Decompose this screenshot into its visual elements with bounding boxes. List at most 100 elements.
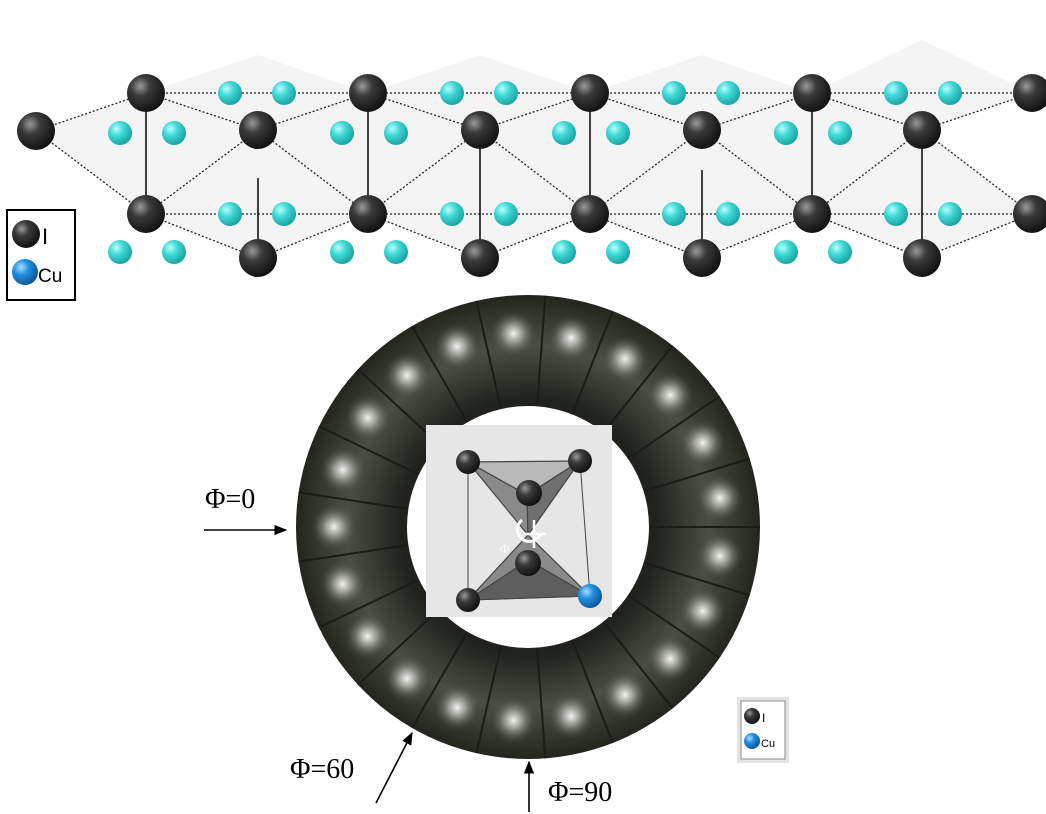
small-legend-copper-swatch bbox=[744, 733, 760, 749]
label-phi-90: Φ=90 bbox=[548, 777, 612, 808]
iodine-atom bbox=[239, 239, 277, 277]
inset-iodine-atom bbox=[516, 480, 542, 506]
ring-segment-highlight bbox=[433, 322, 482, 371]
copper-atom bbox=[384, 240, 408, 264]
copper-atom bbox=[716, 81, 740, 105]
angle-markers: Φ=0 Φ=60 Φ=90 bbox=[204, 484, 612, 812]
ring-segment-highlight bbox=[383, 654, 432, 703]
inset-iodine-atom bbox=[456, 588, 480, 612]
ring-segment-divider bbox=[571, 310, 614, 415]
ring-segment-divider bbox=[298, 491, 409, 510]
ring-segment-divider bbox=[357, 608, 440, 686]
legend-copper-label: Cu bbox=[38, 266, 62, 287]
iodine-atom bbox=[793, 74, 831, 112]
ring-segment-highlight bbox=[646, 371, 695, 420]
copper-atom bbox=[162, 121, 186, 145]
arrow-phi-60 bbox=[375, 731, 413, 804]
ring-segment-highlight bbox=[343, 393, 392, 442]
copper-atom bbox=[330, 240, 354, 264]
copper-atom bbox=[938, 202, 962, 226]
iodine-atom bbox=[461, 239, 499, 277]
ring-segment-highlight bbox=[318, 445, 367, 494]
iodine-atom bbox=[683, 239, 721, 277]
ring-segment-divider bbox=[536, 647, 547, 759]
ring-segment-divider bbox=[411, 325, 469, 423]
ring-segment-divider bbox=[571, 639, 614, 744]
iodine-atom bbox=[683, 111, 721, 149]
copper-atom bbox=[828, 240, 852, 264]
copper-atom bbox=[218, 81, 242, 105]
ring-segment-divider bbox=[643, 561, 750, 597]
copper-atom bbox=[774, 240, 798, 264]
lattice-legend: I Cu bbox=[6, 209, 76, 301]
ring-segment-highlight bbox=[310, 503, 358, 551]
copper-atom bbox=[938, 81, 962, 105]
ring-segment-highlight bbox=[433, 683, 482, 732]
ring-segment-divider bbox=[643, 457, 750, 493]
inset-phi-label: Φ bbox=[500, 541, 510, 556]
legend-iodine-swatch bbox=[12, 220, 40, 248]
ring-segment-divider bbox=[318, 425, 420, 476]
small-legend-copper-label: Cu bbox=[761, 738, 775, 750]
iodine-atom bbox=[903, 111, 941, 149]
ring-segment-divider bbox=[318, 578, 420, 629]
copper-atom bbox=[552, 121, 576, 145]
copper-atom bbox=[218, 202, 242, 226]
copper-atom bbox=[494, 202, 518, 226]
copper-atom bbox=[884, 202, 908, 226]
copper-atom bbox=[884, 81, 908, 105]
rotation-arc-icon bbox=[515, 518, 542, 543]
lattice-diagram bbox=[17, 40, 1046, 277]
iodine-atom bbox=[127, 74, 165, 112]
ring-segment-highlight bbox=[646, 634, 695, 683]
label-phi-60: Φ=60 bbox=[290, 754, 354, 785]
ring-segment-highlight bbox=[678, 587, 727, 636]
copper-atom bbox=[108, 121, 132, 145]
iodine-atom bbox=[903, 239, 941, 277]
iodine-atom bbox=[571, 74, 609, 112]
copper-atom bbox=[774, 121, 798, 145]
small-legend: I Cu bbox=[737, 697, 789, 763]
ring-segment-divider bbox=[298, 544, 409, 563]
ring-segment-highlight bbox=[678, 418, 727, 467]
iodine-atom bbox=[461, 111, 499, 149]
iodine-atom bbox=[239, 111, 277, 149]
ring-segment-highlight bbox=[343, 612, 392, 661]
copper-atom bbox=[828, 121, 852, 145]
small-legend-iodine-swatch bbox=[744, 708, 760, 724]
ring-segment-divider bbox=[475, 300, 503, 410]
copper-atom bbox=[552, 240, 576, 264]
iodine-atom bbox=[17, 112, 55, 150]
inset-iodine-atom bbox=[568, 449, 592, 473]
ring-segment-highlight bbox=[489, 309, 538, 358]
ring-segment-highlight bbox=[695, 531, 744, 580]
inset-iodine-atom bbox=[456, 450, 480, 474]
ring-segment-divider bbox=[602, 620, 674, 710]
copper-atom bbox=[330, 121, 354, 145]
small-legend-iodine-label: I bbox=[762, 711, 765, 725]
iodine-atom bbox=[349, 74, 387, 112]
cu-atoms bbox=[108, 81, 962, 264]
copper-atom bbox=[440, 202, 464, 226]
ring-segment-divider bbox=[475, 644, 503, 754]
inset-unit: Φ bbox=[426, 425, 612, 617]
label-phi-0: Φ=0 bbox=[205, 484, 255, 515]
iodine-atom bbox=[349, 195, 387, 233]
copper-atom bbox=[272, 81, 296, 105]
copper-atom bbox=[662, 202, 686, 226]
inset-copper-atom bbox=[578, 584, 602, 608]
ring-segment-divider bbox=[411, 631, 469, 729]
ring-segment-divider bbox=[627, 395, 721, 460]
iodine-atom bbox=[127, 195, 165, 233]
copper-atom bbox=[606, 121, 630, 145]
ring-segment-divider bbox=[536, 295, 547, 407]
ring-segment-highlight bbox=[489, 696, 538, 745]
legend-iodine-label: I bbox=[42, 224, 48, 249]
copper-atom bbox=[494, 81, 518, 105]
copper-atom bbox=[108, 240, 132, 264]
copper-atom bbox=[162, 240, 186, 264]
ring-segment-divider bbox=[357, 368, 440, 446]
copper-atom bbox=[384, 121, 408, 145]
copper-atom bbox=[440, 81, 464, 105]
